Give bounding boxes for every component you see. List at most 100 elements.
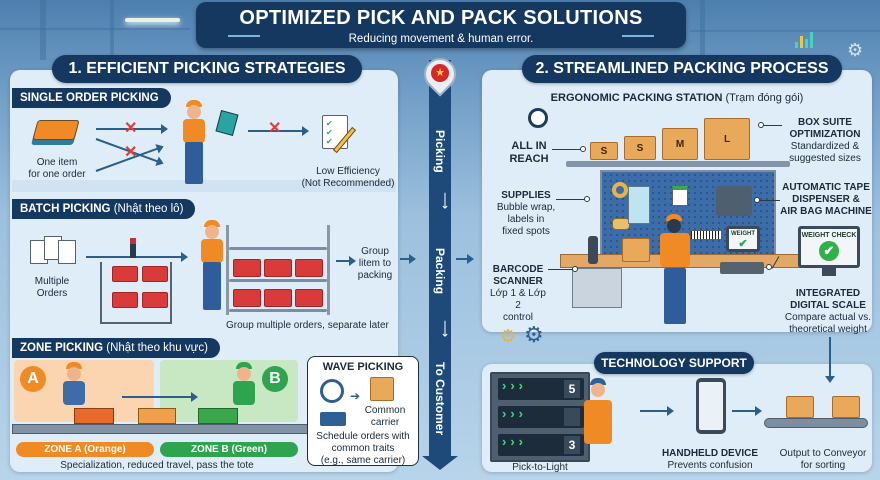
arrow-icon: ➔ xyxy=(350,389,361,403)
tape-dispenser-icon xyxy=(716,186,752,216)
flow-arrow xyxy=(336,256,356,266)
orders-icon xyxy=(30,236,78,272)
background-beam xyxy=(110,0,114,60)
worker-zone-b-icon xyxy=(226,362,266,422)
ptl-row[interactable]: ››› xyxy=(498,406,584,428)
page-subtitle: Reducing movement & human error. xyxy=(348,33,534,45)
background-beam xyxy=(0,28,190,30)
output-conveyor xyxy=(764,418,868,428)
leader-dot xyxy=(766,264,772,270)
wave-picking-title: WAVE PICKING xyxy=(322,361,404,373)
package-box xyxy=(622,238,650,262)
flow-arrow xyxy=(829,337,831,377)
batch-picking-label-vn: (Nhật theo lô) xyxy=(113,203,184,215)
process-flow-bar xyxy=(429,60,451,460)
monitor-stand xyxy=(822,268,836,276)
ptl-row[interactable]: ›››5 xyxy=(498,378,584,400)
decorative-dash xyxy=(228,35,260,37)
decorative-dash xyxy=(622,35,654,37)
zone-a-badge: A xyxy=(20,366,46,392)
leader-dot xyxy=(754,197,760,203)
worker-zone-a-icon xyxy=(56,362,96,422)
tape-roll-icon xyxy=(612,218,630,230)
lipstick-icon xyxy=(130,238,136,258)
leader-line xyxy=(548,269,574,270)
zone-picking-label: ZONE PICKING xyxy=(20,342,104,354)
tote-middle xyxy=(138,408,176,424)
tote-green xyxy=(198,408,238,424)
book-icon xyxy=(32,120,80,140)
conveyor-box xyxy=(832,396,860,418)
down-arrow-icon: ⟶ xyxy=(438,192,452,210)
low-efficiency-label: Low Efficiency(Not Recommended) xyxy=(301,166,395,189)
single-order-label: SINGLE ORDER PICKING xyxy=(20,92,159,104)
zone-picking-label-vn: (Nhật theo khu vực) xyxy=(106,342,208,354)
weight-check-monitor: WEIGHT CHECK ✔ xyxy=(798,226,860,268)
zone-a-label: ZONE A (Orange) xyxy=(16,442,154,457)
zone-caption: Specialization, reduced travel, pass the… xyxy=(60,460,254,471)
handheld-device-icon xyxy=(696,378,726,434)
chart-icon xyxy=(795,28,825,48)
ptl-row[interactable]: ›››3 xyxy=(498,434,584,456)
leader-line xyxy=(764,125,782,126)
box-size-l: L xyxy=(704,118,750,160)
technology-title: TECHNOLOGY SUPPORT xyxy=(594,352,754,374)
worker-icon xyxy=(176,100,216,190)
flow-arrow xyxy=(640,406,674,416)
background-beam xyxy=(700,0,705,62)
flow-arrow xyxy=(96,124,168,134)
gear-icon: ⚙ xyxy=(500,326,517,346)
station-title: ERGONOMIC PACKING STATION (Trạm đóng gói… xyxy=(550,92,804,104)
star-icon: ★ xyxy=(431,64,449,82)
flow-arrow xyxy=(122,392,198,402)
check-icon: ✔ xyxy=(819,241,839,261)
label-sheet-icon xyxy=(672,186,688,206)
clock-icon xyxy=(320,379,344,403)
leader-dot xyxy=(758,122,764,128)
desk-drawer xyxy=(572,268,622,308)
leader-line xyxy=(760,200,780,201)
ceiling-light xyxy=(125,18,180,22)
pick-to-light-rack[interactable]: ›››5 ››› ›››3 xyxy=(490,372,590,462)
storage-rack xyxy=(226,225,330,315)
weight-monitor-small: WEIGHT ✔ xyxy=(726,226,760,252)
scanner-icon xyxy=(588,236,598,264)
carrier-box-icon xyxy=(370,377,394,401)
x-mark-icon: ✕ xyxy=(124,120,138,137)
flow-step-picking: Picking xyxy=(433,130,447,173)
flow-arrow xyxy=(248,126,309,136)
gear-icon: ⚙ xyxy=(847,40,864,60)
flow-arrow xyxy=(400,254,416,264)
top-shelf xyxy=(566,161,790,167)
digital-scale xyxy=(720,262,764,274)
x-mark-icon: ✕ xyxy=(124,144,138,161)
pick-to-light-label: Pick-to-Light xyxy=(512,462,568,473)
flow-arrow xyxy=(456,254,474,264)
zone-picking-title: ZONE PICKING (Nhật theo khu vực) xyxy=(12,338,220,358)
page-title: OPTIMIZED PICK AND PACK SOLUTIONS xyxy=(239,7,643,29)
truck-icon xyxy=(320,412,346,426)
page-header: OPTIMIZED PICK AND PACK SOLUTIONS Reduci… xyxy=(196,2,686,48)
box-size-s: S xyxy=(590,142,618,160)
gear-icon: ⚙ xyxy=(524,322,544,347)
conveyor-box xyxy=(786,396,814,418)
zone-b-badge: B xyxy=(262,366,288,392)
leader-dot xyxy=(580,146,586,152)
worker-icon xyxy=(194,220,234,320)
flow-step-customer: To Customer xyxy=(433,362,447,436)
x-mark-icon: ✕ xyxy=(268,120,282,137)
packing-section-title: 2. STREAMLINED PACKING PROCESS xyxy=(522,55,842,83)
